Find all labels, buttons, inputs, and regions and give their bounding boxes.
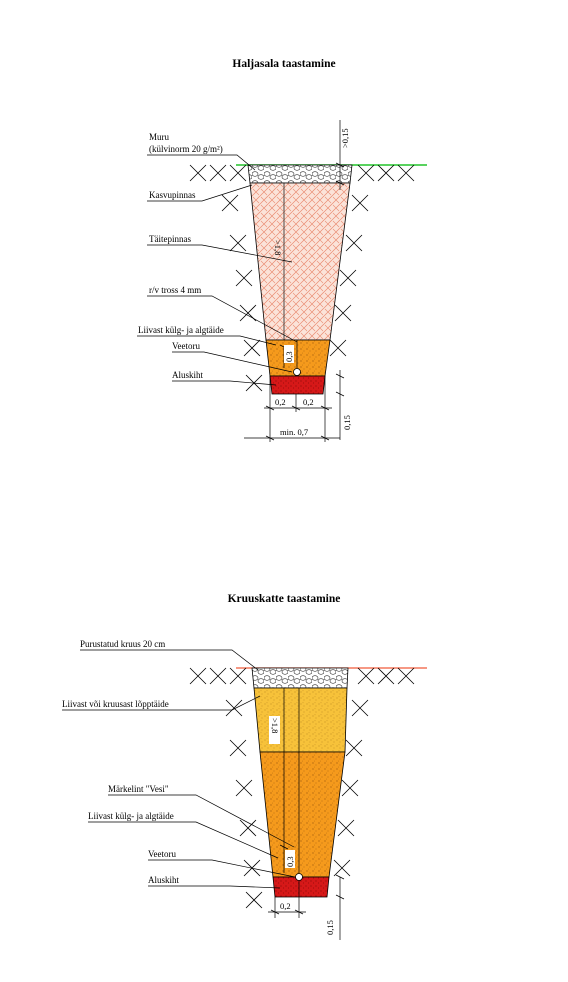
label-muru: Muru <box>149 132 169 142</box>
dim-depth-2: >1,8 <box>270 718 280 733</box>
diagram1-title: Haljasala taastamine <box>232 58 336 70</box>
layer-fill-soil <box>249 182 351 341</box>
label-liivast-2: Liivast külg- ja algtäide <box>88 811 174 821</box>
diagram2-drawing: Purustatud kruus 20 cm Liivast või kruus… <box>62 639 427 940</box>
label-taitepinnas: Täitepinnas <box>149 234 191 244</box>
label-tross: r/v tross 4 mm <box>149 285 201 295</box>
ground-hatch-left-2 <box>189 667 263 909</box>
label-aluskiht: Aluskiht <box>172 370 204 380</box>
layer-base-2 <box>272 876 330 898</box>
dim-sand-2: 0,3 <box>285 856 295 867</box>
ground-hatch-right <box>329 164 415 357</box>
layer-crushed-gravel <box>251 667 349 689</box>
diagram1-drawing: Muru (külvinorm 20 g/m²) Kasvupinnas Täi… <box>137 120 427 442</box>
label-kulvinorm: (külvinorm 20 g/m²) <box>149 144 223 154</box>
label-lopptaide: Liivast või kruusast lõpptäide <box>62 699 169 709</box>
label-markelint: Märkelint "Vesi" <box>108 784 169 794</box>
layer-final-fill <box>253 687 348 753</box>
label-aluskiht-2: Aluskiht <box>148 875 180 885</box>
dim-bottom-2: 0,15 <box>325 920 335 935</box>
layer-grass-topsoil <box>247 164 353 184</box>
label-kruus: Purustatud kruus 20 cm <box>80 639 165 649</box>
dim-depth: >1,8 <box>273 240 283 255</box>
water-pipe-2 <box>295 873 303 881</box>
label-kasvupinnas: Kasvupinnas <box>149 190 196 200</box>
dim-bottom: 0,15 <box>342 415 352 430</box>
dim-width: min. 0,7 <box>280 427 308 437</box>
layer-sand-fill-2 <box>259 751 346 878</box>
dim-left-2: 0,2 <box>280 901 291 911</box>
dim-top: >0,15 <box>340 128 350 148</box>
label-liivast: Liivast külg- ja algtäide <box>138 325 224 335</box>
water-pipe <box>293 368 301 376</box>
dim-right: 0,2 <box>303 397 314 407</box>
diagram2-title: Kruuskatte taastamine <box>227 593 341 605</box>
ground-hatch-right-2 <box>333 667 415 877</box>
layer-base <box>269 375 326 395</box>
label-veetoru-2: Veetoru <box>148 849 176 859</box>
dim-left: 0,2 <box>275 397 286 407</box>
dim-sand: 0,3 <box>284 351 294 362</box>
label-veetoru: Veetoru <box>172 341 200 351</box>
